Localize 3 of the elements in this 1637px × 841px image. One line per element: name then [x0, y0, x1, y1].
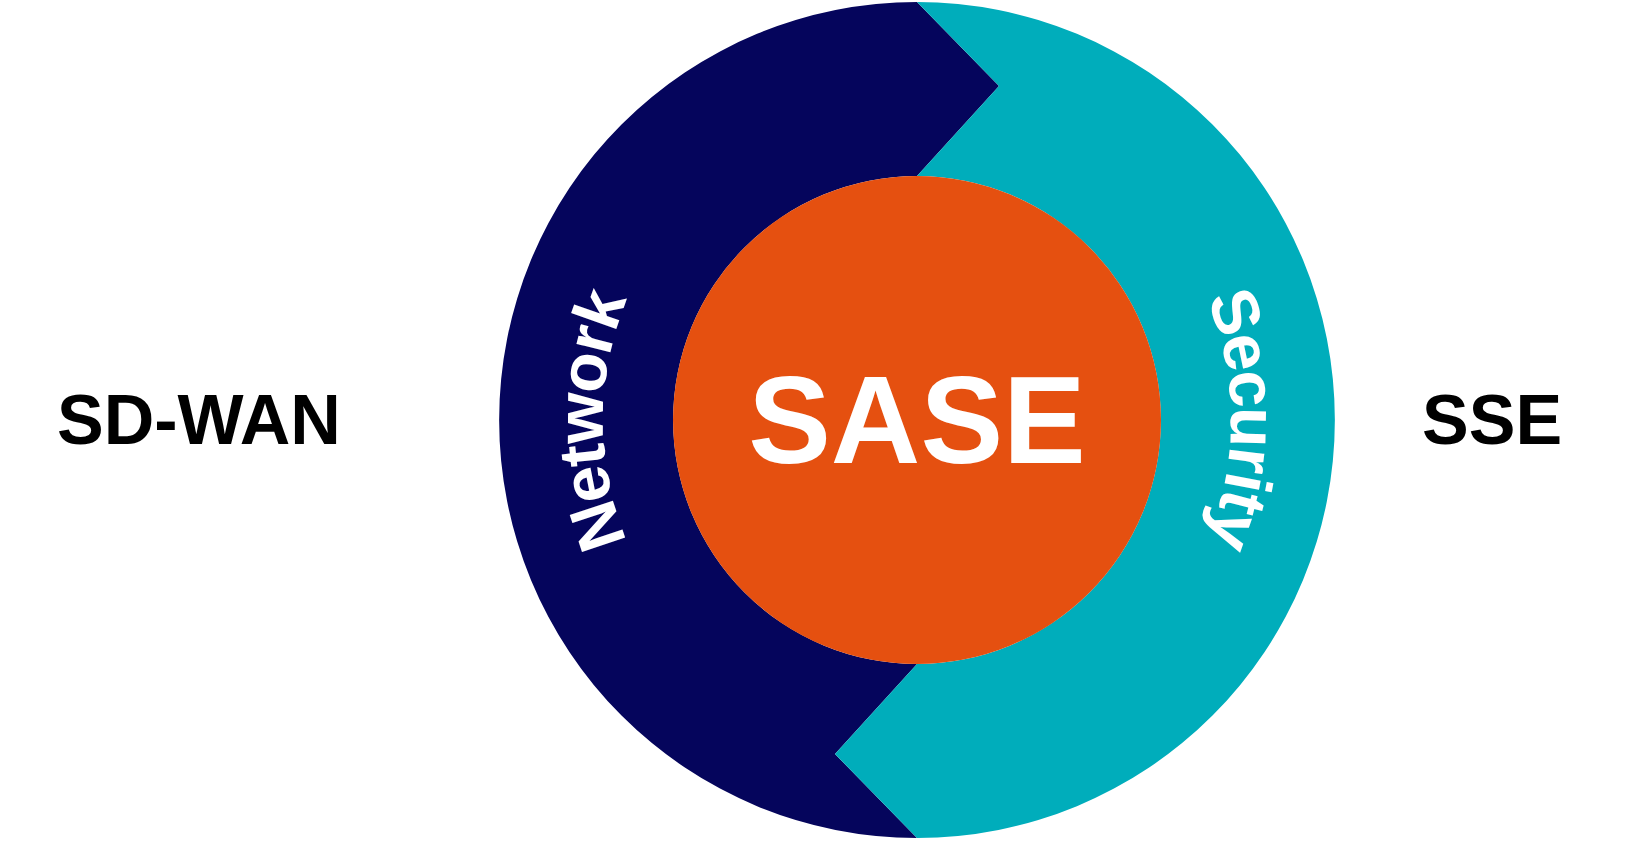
center-label: SASE	[748, 358, 1086, 482]
side-label: SSE	[1422, 385, 1563, 455]
side-label: SD-WAN	[57, 385, 341, 455]
